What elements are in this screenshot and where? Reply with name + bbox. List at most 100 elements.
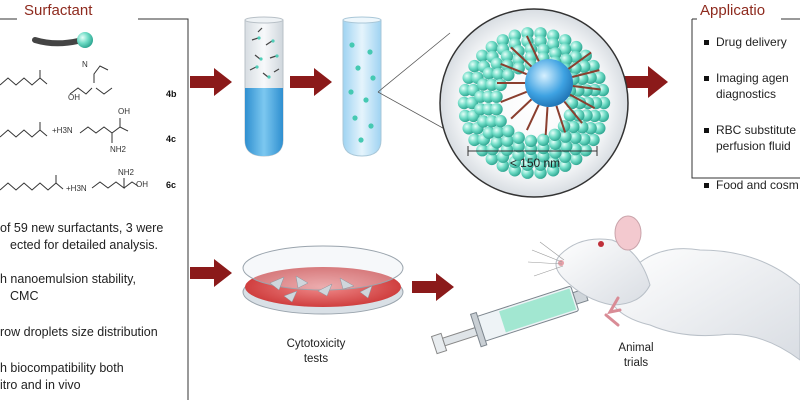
note-line-2: ected for detailed analysis. — [10, 238, 159, 252]
surfactant-bead — [587, 59, 600, 73]
surfactant-bead — [549, 146, 562, 159]
compound-6c-structure — [0, 175, 139, 191]
arrow-to-applications — [620, 66, 668, 98]
nanodroplet-shell — [457, 27, 611, 179]
surfactant-bead — [485, 78, 498, 91]
surfactant-bead — [560, 53, 573, 66]
surfactant-bead — [490, 57, 504, 70]
note-line-4: CMC — [10, 289, 39, 303]
surfactant-tail — [544, 106, 549, 135]
compound-4c-amine-label: +H3N — [52, 126, 73, 135]
applications-panel-border — [691, 18, 800, 179]
surfactant-bead — [524, 134, 538, 148]
compound-4c-label: 4c — [166, 134, 177, 144]
compound-4b-label: 4b — [166, 89, 177, 99]
compound-4c-oh-label: OH — [118, 107, 130, 116]
syringe — [430, 278, 634, 355]
surfactant-bead — [512, 131, 525, 144]
surfactant-tail — [571, 69, 600, 78]
surfactant-bead — [570, 152, 583, 166]
note-line-1: of 59 new surfactants, 3 were — [0, 221, 164, 235]
surfactant-bead — [558, 43, 572, 56]
zoom-line-bottom — [377, 91, 451, 133]
surfactant-bead — [548, 128, 561, 141]
surfactant-tail — [555, 105, 567, 133]
compound-4b-hydroxyl-label: OH — [68, 93, 80, 102]
surfactant-bead — [485, 115, 498, 128]
surfactant-bead — [569, 142, 582, 156]
surfactant-bead — [502, 68, 515, 82]
surfactant-tail — [567, 51, 592, 70]
surfactant-tail — [569, 93, 596, 109]
scale-bar-label: < 150 nm — [509, 156, 561, 170]
note-line-3: h nanoemulsion stability, — [0, 272, 136, 286]
surfactant-bead — [549, 137, 562, 150]
nanoparticle-magnifier — [439, 8, 629, 198]
surfactant-molecule-icon — [32, 32, 93, 48]
compound-4b-structure — [0, 65, 113, 95]
surfactant-bead — [559, 130, 572, 143]
lab-mouse — [527, 215, 800, 361]
surfactant-bead — [563, 109, 577, 122]
surfactant-bead — [468, 59, 481, 73]
surfactant-bead — [560, 140, 573, 153]
application-drug-delivery: Drug delivery — [704, 34, 787, 50]
surfactant-bead — [549, 47, 562, 60]
surfactant-bead — [500, 50, 514, 63]
surfactant-bead — [559, 159, 572, 172]
surfactant-bead — [496, 34, 509, 47]
surfactant-bead — [570, 40, 583, 54]
surfactant-bead — [593, 71, 606, 84]
arrow-to-tube-1 — [190, 68, 232, 96]
surfactant-bead — [468, 133, 481, 147]
surfactant-bead — [482, 67, 496, 80]
surfactant-tail — [572, 85, 601, 91]
surfactant-bead — [492, 125, 505, 139]
surfactant-bead — [485, 40, 498, 54]
surfactant-bead — [500, 143, 514, 156]
surfactant-tail — [563, 100, 583, 124]
surfactant-bead — [476, 144, 489, 157]
compound-6c-nh2-label: NH2 — [118, 168, 135, 177]
surfactant-tail — [510, 98, 533, 120]
zoom-line-top — [377, 32, 451, 93]
compound-4c-structure — [0, 118, 129, 143]
arrow-to-syringe — [412, 273, 454, 301]
surfactant-bead — [490, 136, 504, 149]
note-line-6: h biocompatibility both — [0, 361, 124, 375]
surfactant-bead — [593, 122, 606, 135]
compound-4c-nh2-label: NH2 — [110, 145, 127, 154]
compound-4b-cation-label: N — [82, 60, 88, 69]
surfactant-bead — [482, 126, 496, 139]
surfactant-bead — [587, 133, 600, 147]
surfactant-bead — [559, 34, 572, 47]
surfactant-bead — [569, 131, 582, 144]
surfactant-tail — [500, 62, 528, 76]
test-tube-nanoemulsion — [342, 16, 382, 157]
surfactant-bead — [547, 37, 560, 51]
surfactant-bead — [537, 133, 550, 146]
test-tube-mixture — [244, 16, 284, 157]
compound-6c-oh-label: OH — [136, 180, 148, 189]
surfactant-bead — [494, 78, 507, 92]
applications-title: Applicatio — [700, 2, 766, 19]
application-food: Food and cosm — [704, 177, 799, 193]
surfactant-bead — [476, 49, 489, 62]
surfactant-bead — [579, 144, 592, 157]
surfactant-bead — [567, 120, 580, 134]
compound-6c-label: 6c — [166, 180, 177, 190]
oil-core — [525, 59, 573, 107]
compound-6c-amine-label: +H3N — [66, 184, 87, 193]
surfactant-bead — [490, 90, 503, 103]
surfactant-tail — [500, 90, 528, 104]
arrow-to-dish — [190, 259, 232, 287]
note-line-7: itro and in vivo — [0, 378, 81, 392]
surfactant-bead — [462, 122, 475, 135]
surfactant-bead — [490, 103, 503, 116]
arrow-to-tube-2 — [290, 68, 332, 96]
surfactant-title: Surfactant — [24, 2, 93, 19]
